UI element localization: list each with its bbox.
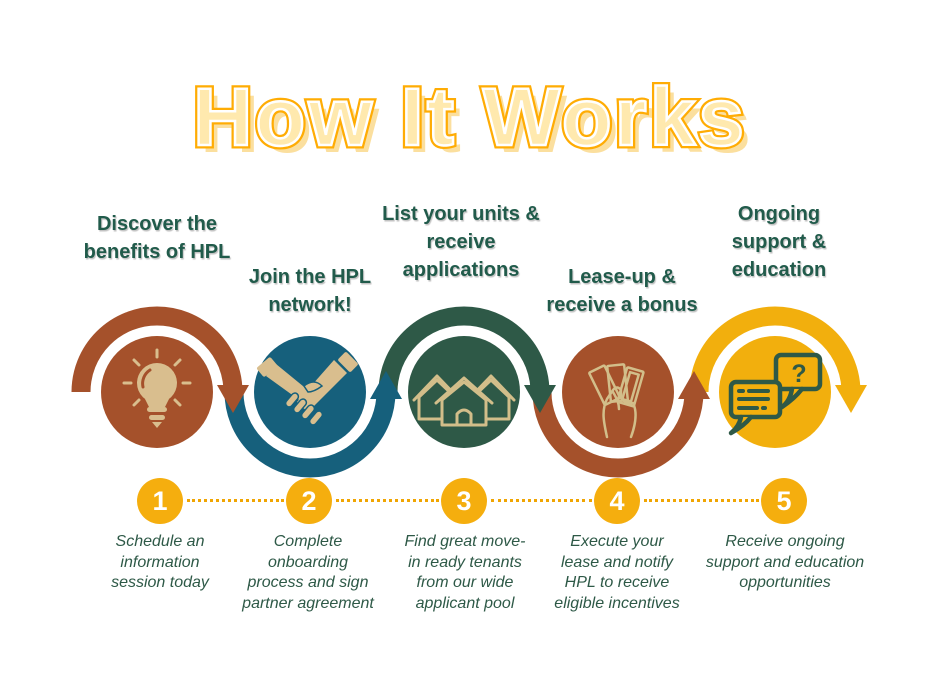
money-in-hand-icon — [588, 363, 645, 439]
houses-icon — [412, 374, 516, 427]
step-description-1: Schedule an information session today — [111, 533, 209, 591]
step-label-4: Lease-up & receive a bonus — [546, 266, 698, 316]
step-number-2: 2 — [286, 478, 332, 524]
dotted-connector-4 — [644, 499, 759, 502]
arrow-up-icon — [370, 371, 402, 399]
arrow-down-icon — [835, 385, 867, 413]
arrow-down-icon — [217, 385, 249, 413]
step-number-4: 4 — [594, 478, 640, 524]
page-title: How It Works How It Works How It Works — [0, 66, 940, 176]
page-title-outline-layer: How It Works — [190, 69, 748, 167]
flow-diagram: ? — [71, 306, 867, 478]
step-label-1: Discover the benefits of HPL — [83, 213, 231, 263]
step-number-1: 1 — [137, 478, 183, 524]
dotted-connector-2 — [336, 499, 439, 502]
flow-arc-4 — [532, 371, 710, 478]
step-label-5: Ongoing support & education — [731, 203, 827, 281]
step-description-2: Complete onboarding process and sign par… — [242, 533, 374, 612]
flow-arc-5 — [689, 306, 867, 413]
dotted-connector-1 — [187, 499, 284, 502]
step-number-5: 5 — [761, 478, 807, 524]
step-description-3: Find great move- in ready tenants from o… — [404, 533, 526, 612]
flow-arc-3 — [378, 306, 556, 413]
step-label-2: Join the HPL network! — [248, 266, 372, 316]
step-description-5: Receive ongoing support and education op… — [705, 533, 865, 591]
page-title-text: How It Works — [192, 71, 747, 165]
chat-bubbles-icon: ? — [728, 352, 823, 436]
step-number-3: 3 — [441, 478, 487, 524]
dotted-connector-3 — [491, 499, 592, 502]
page-title-shadow-layer: How It Works — [200, 79, 754, 170]
lightbulb-icon — [122, 348, 192, 428]
step-description-4: Execute your lease and notify HPL to rec… — [554, 533, 680, 612]
step-label-3: List your units & receive applications — [382, 203, 540, 281]
arrow-down-icon — [524, 385, 556, 413]
question-mark-glyph: ? — [791, 360, 806, 388]
flow-arc-1 — [71, 306, 249, 413]
flow-arc-2 — [224, 371, 402, 478]
handshake-icon — [257, 352, 358, 426]
arrow-up-icon — [678, 371, 710, 399]
